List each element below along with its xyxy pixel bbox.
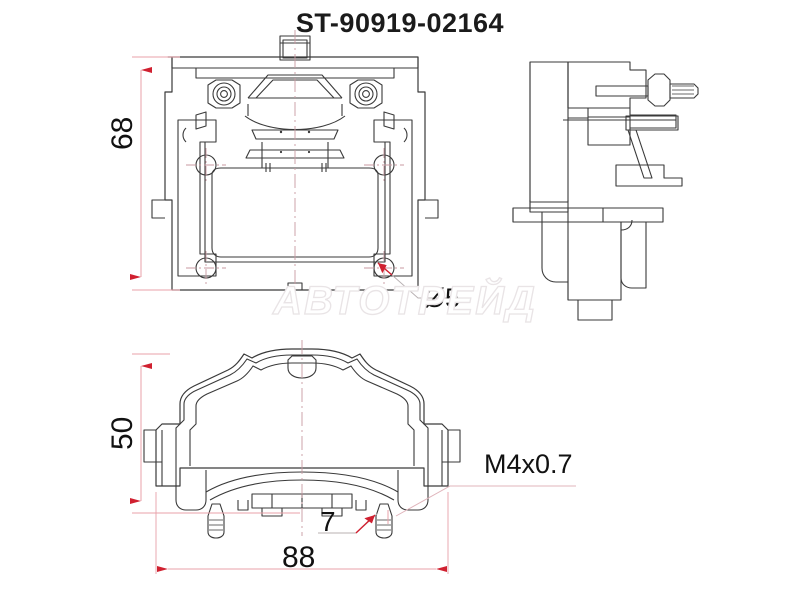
side-view [512, 61, 699, 321]
thread-note-leader [395, 485, 576, 517]
dimension-68 [130, 56, 180, 291]
page-title: ST-90919-02164 [295, 8, 505, 38]
dimension-88 [155, 492, 449, 574]
dimension-50 [130, 353, 300, 514]
dimension-label-height-bottom: 50 [106, 416, 139, 450]
dimension-label-height-front: 68 [106, 116, 139, 150]
dimension-label-pin: 7 [320, 506, 336, 537]
dimension-7-leader [318, 510, 389, 534]
diameter-leader [376, 261, 470, 299]
note-hole-diameter: Ø5 [424, 283, 461, 313]
dimension-label-width: 88 [282, 541, 316, 574]
watermark: АВТОТРЕЙД [272, 278, 537, 323]
front-view-centerlines [186, 30, 404, 300]
note-thread-spec: M4x0.7 [484, 449, 573, 479]
